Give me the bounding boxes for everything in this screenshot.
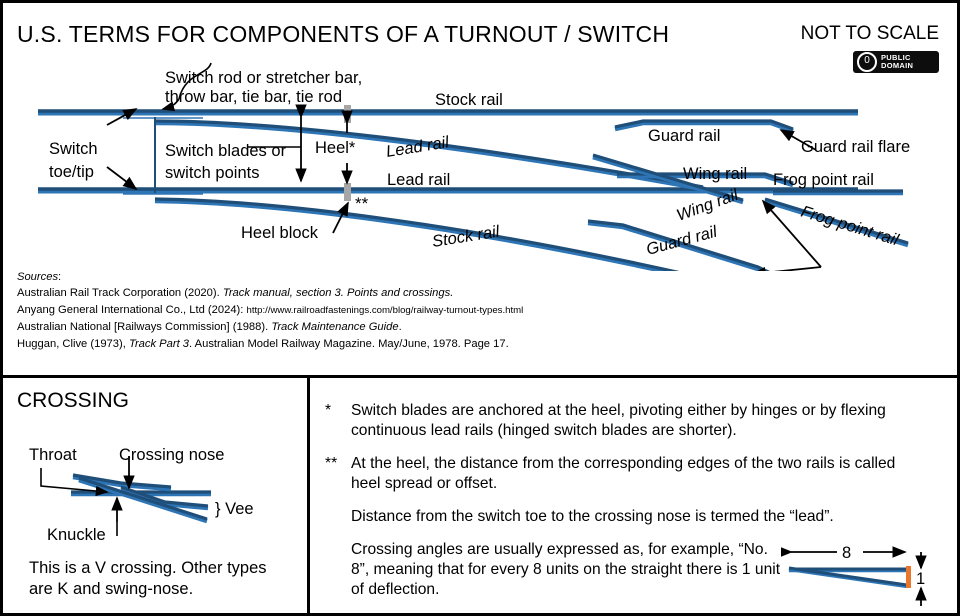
note-item: * Switch blades are anchored at the heel… <box>325 401 925 441</box>
note-text: Switch blades are anchored at the heel, … <box>351 402 886 439</box>
note-marker: * <box>325 402 332 419</box>
label-vee: } Vee <box>215 500 254 518</box>
source-entry: Australian Rail Track Corporation (2020)… <box>17 285 637 301</box>
source-1-url[interactable]: http://www.railroadfastenings.com/blog/r… <box>246 304 524 316</box>
sources-heading: Sources: <box>17 269 637 285</box>
note-marker: ** <box>325 455 338 472</box>
label-rise-value: 1 <box>916 570 925 588</box>
source-3-pre: Huggan, Clive (1973), <box>17 337 129 350</box>
label-heel-block: Heel block <box>241 224 319 242</box>
label-switch-rod-line1: Switch rod or stretcher bar, <box>165 69 362 87</box>
angle-note: Crossing angles are usually expressed as… <box>351 541 781 598</box>
sources-heading-colon: : <box>58 271 62 283</box>
label-switch-rod-line2: throw bar, tie bar, tie rod <box>165 88 342 106</box>
label-throat: Throat <box>29 446 77 464</box>
turnout-diagram: Switch rod or stretcher bar, throw bar, … <box>38 62 916 271</box>
source-3-post: . Australian Model Railway Magazine. May… <box>189 337 509 350</box>
label-knuckle: Knuckle <box>47 526 106 544</box>
crossing-angle-diagram: 8 1 <box>781 544 927 606</box>
label-switch-blades-line2: switch points <box>165 164 259 182</box>
label-stock-rail-top: Stock rail <box>435 91 503 109</box>
badge-line-2: DOMAIN <box>881 61 914 70</box>
note-item: ** At the heel, the distance from the co… <box>325 454 925 494</box>
source-0-italic: Track manual, section 3. Points and cros… <box>222 287 454 300</box>
source-2-italic: Track Maintenance Guide <box>271 321 399 334</box>
lead-note: Distance from the switch toe to the cros… <box>351 508 834 525</box>
label-crossing-nose: Crossing nose <box>119 446 224 464</box>
crossing-note: This is a V crossing. Other types are K … <box>29 559 267 598</box>
label-run-value: 8 <box>842 544 851 562</box>
not-to-scale-label: NOT TO SCALE <box>800 23 939 44</box>
label-switch-toe-line1: Switch <box>49 140 98 158</box>
vertical-divider <box>307 375 310 613</box>
label-frog-point-rail-bottom: Frog point rail <box>799 203 902 250</box>
note-text: At the heel, the distance from the corre… <box>351 455 896 492</box>
sources-heading-word: Sources <box>17 271 59 283</box>
source-2-post: . <box>398 321 402 334</box>
source-3-italic: Track Part 3 <box>128 337 190 350</box>
label-wing-rail-top: Wing rail <box>683 165 747 183</box>
label-switch-blades-line1: Switch blades or <box>165 142 287 160</box>
sources-block: Sources: Australian Rail Track Corporati… <box>17 269 637 352</box>
label-heel: Heel* <box>315 139 356 157</box>
label-guard-rail-flare: Guard rail flare <box>801 138 910 156</box>
source-0-pre: Australian Rail Track Corporation (2020)… <box>17 287 223 300</box>
page-title: U.S. TERMS FOR COMPONENTS OF A TURNOUT /… <box>17 21 670 47</box>
label-guard-rail-top: Guard rail <box>648 127 720 145</box>
source-entry: Huggan, Clive (1973), Track Part 3. Aust… <box>17 336 637 352</box>
public-domain-badge: 0 PUBLIC DOMAIN <box>853 51 939 73</box>
badge-line-1: PUBLIC <box>881 52 911 62</box>
label-frog-point-rail-top: Frog point rail <box>773 171 874 189</box>
horizontal-divider <box>3 375 957 378</box>
crossing-panel-title: CROSSING <box>17 389 130 412</box>
source-1-pre: Anyang General International Co., Ltd (2… <box>17 303 247 316</box>
public-domain-icon: 0 <box>857 52 877 72</box>
label-lead-rail-lower: Lead rail <box>387 171 450 189</box>
crossing-diagram: Throat Crossing nose Knuckle } Vee <box>29 446 254 544</box>
public-domain-text: PUBLIC DOMAIN <box>881 52 914 71</box>
notes-panel: * Switch blades are anchored at the heel… <box>325 401 925 613</box>
source-entry: Anyang General International Co., Ltd (2… <box>17 302 637 319</box>
label-double-star: ** <box>355 194 369 213</box>
source-entry: Australian National [Railways Commission… <box>17 319 637 335</box>
label-flangeways: Flangeways <box>827 270 916 271</box>
label-switch-toe-line2: toe/tip <box>49 163 94 181</box>
source-2-pre: Australian National [Railways Commission… <box>17 321 272 334</box>
